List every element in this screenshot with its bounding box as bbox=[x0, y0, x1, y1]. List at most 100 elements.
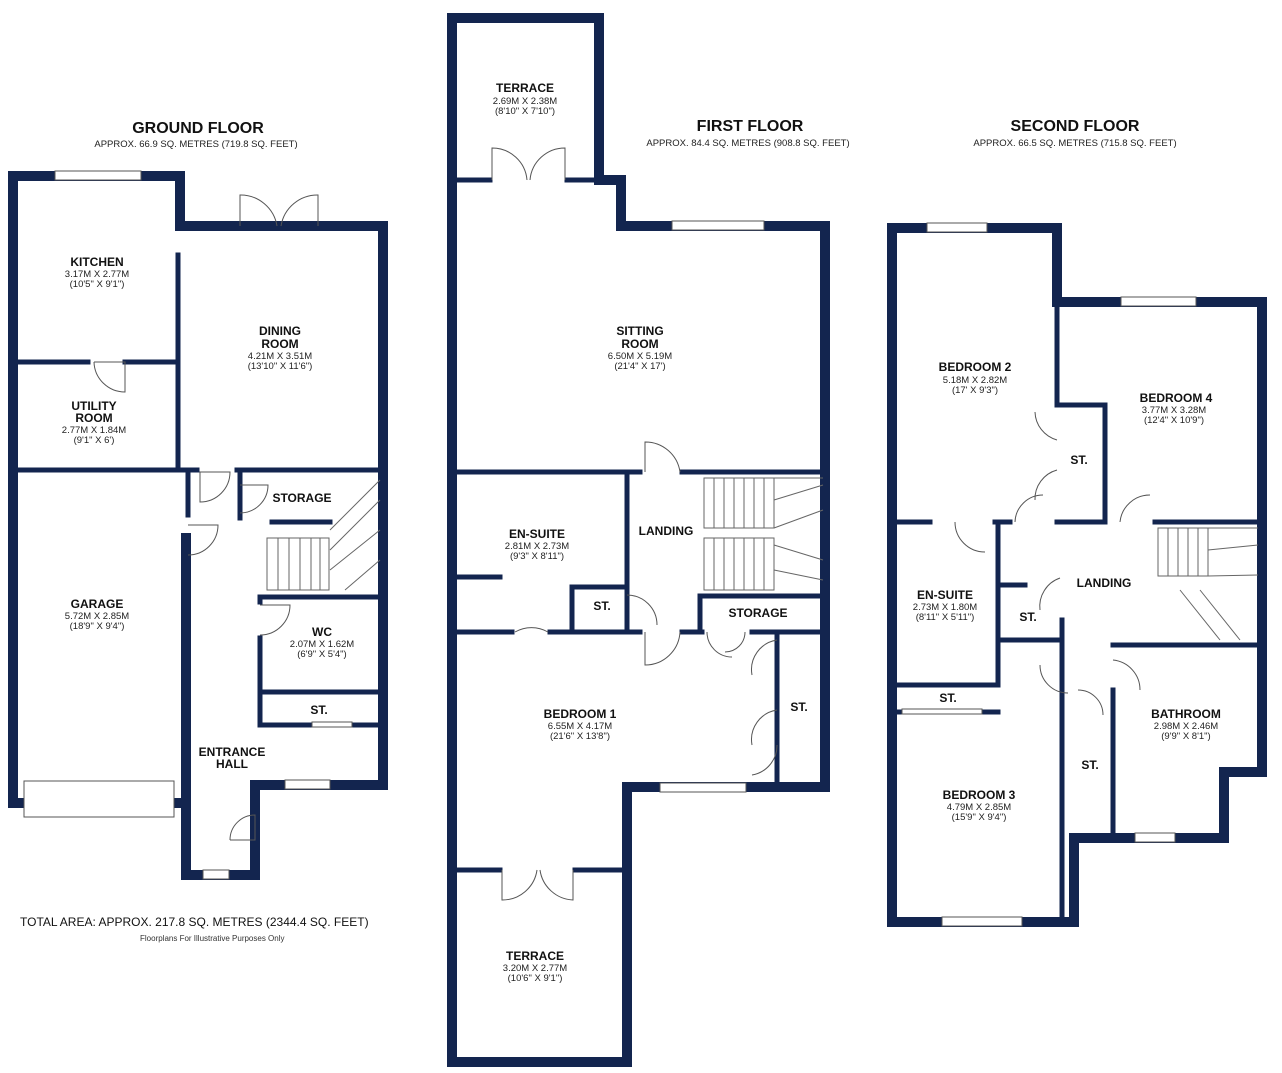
utility-door[interactable] bbox=[93, 361, 126, 393]
bedroom2-window bbox=[926, 222, 988, 233]
dining-label-1: DINING bbox=[259, 324, 301, 338]
st-2a-label: ST. bbox=[1070, 453, 1087, 467]
dining-metric: 4.21M X 3.51M bbox=[248, 351, 313, 362]
bedroom3-imperial: (15'9" X 9'4") bbox=[952, 812, 1007, 823]
st-1a-door[interactable] bbox=[626, 594, 658, 626]
bathroom-imperial: (9'9" X 8'1") bbox=[1161, 731, 1210, 742]
entrance-door-window bbox=[202, 869, 230, 880]
bedroom1-window bbox=[659, 782, 747, 793]
st-2b-window bbox=[901, 708, 983, 715]
ground-floor-plan: GROUND FLOOR APPROX. 66.9 SQ. METRES (71… bbox=[8, 120, 388, 943]
garage-label: GARAGE bbox=[71, 597, 124, 611]
entrance-label-1: ENTRANCE bbox=[199, 745, 266, 759]
sitting-metric: 6.50M X 5.19M bbox=[608, 351, 673, 362]
storage-door[interactable] bbox=[239, 484, 269, 514]
terrace-top-door-left[interactable] bbox=[491, 147, 528, 181]
ground-floor-area: APPROX. 66.9 SQ. METRES (719.8 SQ. FEET) bbox=[94, 139, 297, 150]
ensuite-2-metric: 2.73M X 1.80M bbox=[913, 602, 978, 613]
st-2d-label: ST. bbox=[1081, 758, 1098, 772]
garage-door bbox=[23, 780, 175, 818]
first-floor-title: FIRST FLOOR bbox=[697, 118, 804, 135]
illustrative-note: Floorplans For Illustrative Purposes Onl… bbox=[140, 934, 285, 943]
wc-imperial: (6'9" X 5'4") bbox=[297, 649, 346, 660]
landing-2-label: LANDING bbox=[1077, 576, 1132, 590]
hall-window bbox=[284, 779, 331, 790]
landing-door[interactable] bbox=[1039, 664, 1069, 694]
first-floor-outer-wall bbox=[447, 13, 830, 1067]
st-ground-label: ST. bbox=[310, 703, 327, 717]
bedroom1-door[interactable] bbox=[644, 631, 681, 666]
st-window bbox=[311, 721, 353, 728]
sitting-label-2: ROOM bbox=[621, 337, 658, 351]
second-floor-area: APPROX. 66.5 SQ. METRES (715.8 SQ. FEET) bbox=[973, 138, 1176, 149]
sitting-window bbox=[671, 220, 765, 231]
first-floor-stairs bbox=[703, 477, 824, 591]
bedroom2-label: BEDROOM 2 bbox=[939, 360, 1012, 374]
bedroom4-metric: 3.77M X 3.28M bbox=[1142, 405, 1207, 416]
kitchen-metric: 3.17M X 2.77M bbox=[65, 269, 130, 280]
bedroom1-imperial: (21'6" X 13'8") bbox=[550, 731, 610, 742]
wc-label: WC bbox=[312, 625, 332, 639]
bathroom-door[interactable] bbox=[1112, 659, 1141, 691]
terrace-bottom-label: TERRACE bbox=[506, 949, 564, 963]
terrace-top-imperial: (8'10" X 7'10") bbox=[495, 106, 555, 117]
bedroom1-metric: 6.55M X 4.17M bbox=[548, 721, 613, 732]
first-floor-area: APPROX. 84.4 SQ. METRES (908.8 SQ. FEET) bbox=[646, 138, 849, 149]
dining-imperial: (13'10" X 11'6") bbox=[248, 361, 313, 372]
st-2c-label: ST. bbox=[1019, 610, 1036, 624]
bathroom-metric: 2.98M X 2.46M bbox=[1154, 721, 1219, 732]
st-2c-door[interactable] bbox=[1039, 577, 1061, 611]
second-floor-plan: SECOND FLOOR APPROX. 66.5 SQ. METRES (71… bbox=[887, 118, 1267, 927]
garage-imperial: (18'9" X 9'4") bbox=[70, 621, 125, 632]
bedroom4-label: BEDROOM 4 bbox=[1140, 391, 1213, 405]
storage-1-door[interactable] bbox=[706, 631, 746, 658]
bedroom4-imperial: (12'4" X 10'9") bbox=[1144, 415, 1204, 426]
bedroom4-door[interactable] bbox=[1119, 494, 1151, 523]
kitchen-label: KITCHEN bbox=[70, 255, 123, 269]
sitting-label-1: SITTING bbox=[616, 324, 663, 338]
terrace-top-door-right[interactable] bbox=[529, 147, 566, 181]
garage-door-internal[interactable] bbox=[187, 524, 219, 556]
terrace-bottom-metric: 3.20M X 2.77M bbox=[503, 963, 568, 974]
entrance-door[interactable] bbox=[229, 814, 256, 841]
dining-door-right[interactable] bbox=[280, 194, 319, 227]
st-2b-label: ST. bbox=[939, 691, 956, 705]
storage-1-label: STORAGE bbox=[728, 606, 787, 620]
utility-imperial: (9'1" X 6') bbox=[74, 435, 115, 446]
st-1b-doors[interactable] bbox=[751, 639, 778, 776]
kitchen-window bbox=[54, 170, 142, 181]
dining-label-2: ROOM bbox=[261, 337, 298, 351]
storage-ground-label: STORAGE bbox=[272, 491, 331, 505]
sitting-imperial: (21'4" X 17') bbox=[614, 361, 665, 372]
st-1b-label: ST. bbox=[790, 700, 807, 714]
ensuite-1-metric: 2.81M X 2.73M bbox=[505, 541, 570, 552]
utility-metric: 2.77M X 1.84M bbox=[62, 425, 127, 436]
terrace-bottom-door-right[interactable] bbox=[539, 869, 574, 901]
landing-door-top[interactable] bbox=[644, 441, 681, 473]
second-floor-title: SECOND FLOOR bbox=[1011, 118, 1140, 135]
ensuite-door[interactable] bbox=[514, 627, 549, 633]
utility-label-2: ROOM bbox=[75, 411, 112, 425]
ensuite-2-label: EN-SUITE bbox=[917, 588, 973, 602]
hall-door[interactable] bbox=[199, 471, 231, 503]
wc-door[interactable] bbox=[259, 604, 291, 636]
bedroom2-metric: 5.18M X 2.82M bbox=[943, 375, 1008, 386]
st-2a-doors[interactable] bbox=[1034, 411, 1058, 501]
terrace-bottom-imperial: (10'6" X 9'1") bbox=[508, 973, 563, 984]
wc-metric: 2.07M X 1.62M bbox=[290, 639, 355, 650]
second-floor-stairs bbox=[1157, 527, 1259, 641]
ensuite-2-door[interactable] bbox=[954, 521, 986, 553]
bathroom-window bbox=[1134, 832, 1176, 843]
ground-floor-stairs bbox=[266, 479, 381, 591]
ensuite-1-imperial: (9'3" X 8'11") bbox=[510, 551, 564, 562]
st-2d-door[interactable] bbox=[1077, 689, 1104, 716]
dining-door-left[interactable] bbox=[239, 194, 278, 227]
terrace-bottom-door-left[interactable] bbox=[501, 869, 538, 901]
bedroom1-label: BEDROOM 1 bbox=[544, 707, 617, 721]
ground-floor-title: GROUND FLOOR bbox=[132, 120, 264, 137]
landing-1-label: LANDING bbox=[639, 524, 694, 538]
bedroom3-metric: 4.79M X 2.85M bbox=[947, 802, 1012, 813]
total-area: TOTAL AREA: APPROX. 217.8 SQ. METRES (23… bbox=[20, 915, 369, 929]
bedroom2-door[interactable] bbox=[1014, 494, 1044, 523]
